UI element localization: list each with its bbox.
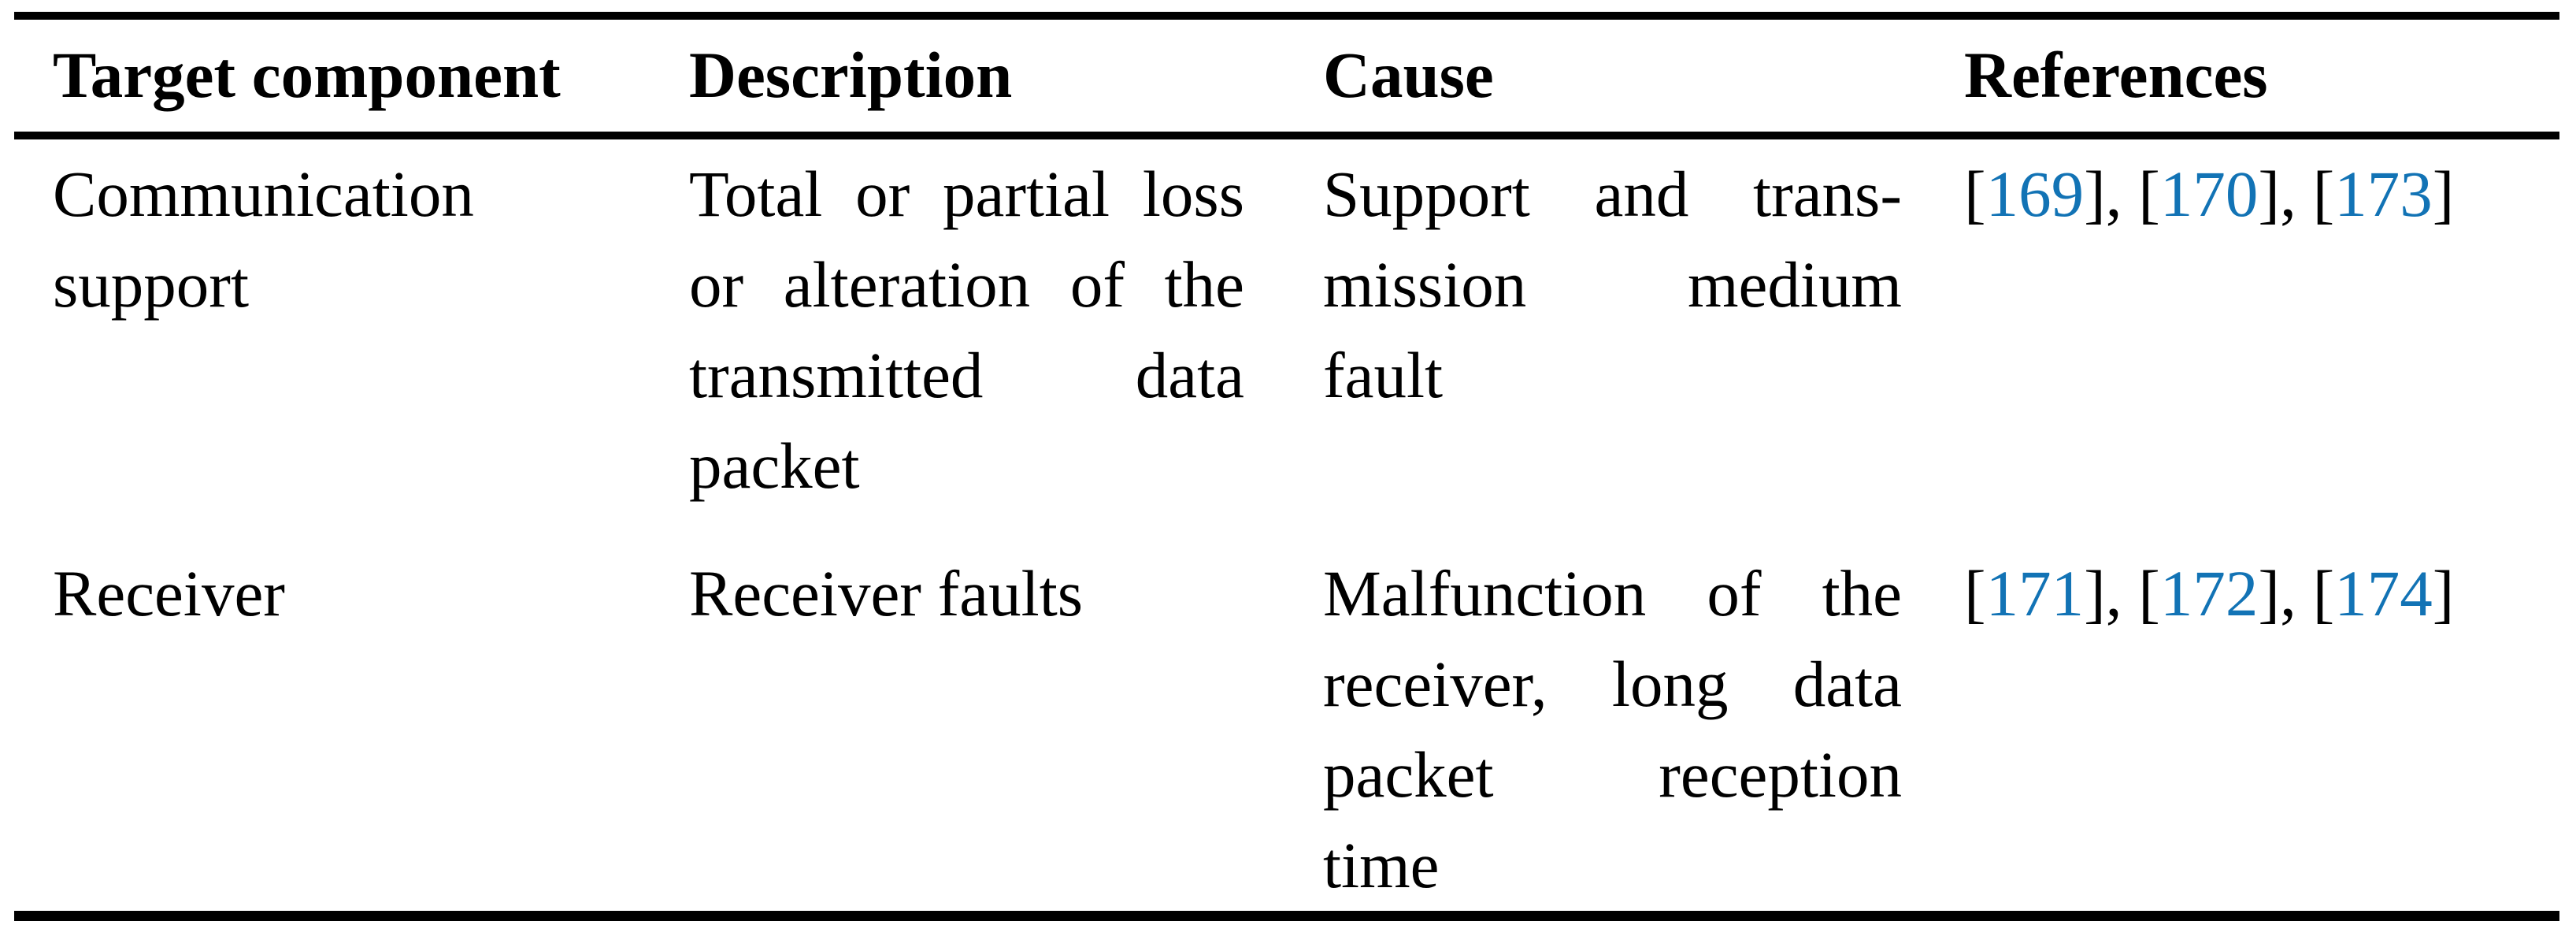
text-line: receiver, long data [1323, 648, 1902, 720]
cell-description: Total or partial loss or alteration of th… [689, 149, 1323, 511]
text-line: Receiver faults [689, 557, 1084, 630]
citation-link[interactable]: 169 [1985, 158, 2085, 230]
cell-cause: Malfunction of the receiver, long data pac… [1323, 548, 1964, 911]
table-top-rule [14, 12, 2559, 20]
column-header-references: References [1964, 39, 2268, 111]
text-line: packet [689, 429, 860, 502]
text-line: Communication [53, 158, 474, 230]
citation-open-bracket: [ [1964, 158, 1986, 230]
citation-list: [171], [172], [174] [1964, 548, 2559, 639]
table-row: Communication support Total or partial los… [14, 139, 2559, 511]
text-line: Total or partial loss [689, 158, 1244, 230]
table-row: Receiver Receiver faults Malfunction of th… [14, 511, 2559, 911]
cell-cause: Support and trans-mission medium fault [1323, 149, 1964, 511]
text-line: mission medium [1323, 248, 1902, 321]
text-line: packet reception [1323, 738, 1902, 811]
citation-separator: , [2105, 158, 2139, 230]
citation-link[interactable]: 173 [2334, 158, 2433, 230]
citation-open-bracket: [ [2312, 158, 2335, 230]
citation-open-bracket: [ [1964, 557, 1986, 630]
column-header-target-component: Target component [53, 39, 561, 111]
cell-target-component: Receiver [14, 548, 689, 911]
column-header-cause: Cause [1323, 39, 1494, 111]
text-line: support [53, 248, 249, 321]
cell-description: Receiver faults [689, 548, 1323, 911]
citation-open-bracket: [ [2312, 557, 2335, 630]
column-header-description: Description [689, 39, 1013, 111]
citation-separator: , [2105, 557, 2139, 630]
cell-target-component: Communication support [14, 149, 689, 511]
citation-close-bracket: ] [2432, 557, 2455, 630]
citation-close-bracket: ] [2084, 557, 2106, 630]
citation-link[interactable]: 170 [2159, 158, 2259, 230]
table-body: Communication support Total or partial los… [14, 139, 2559, 911]
text-line: transmitted data [689, 339, 1244, 411]
text-line: Support and trans- [1323, 158, 1902, 230]
citation-link[interactable]: 174 [2334, 557, 2433, 630]
citation-open-bracket: [ [2138, 557, 2160, 630]
citation-separator: , [2280, 557, 2313, 630]
table-header-row: Target component Description Cause Refer… [14, 20, 2559, 132]
citation-list: [169], [170], [173] [1964, 149, 2559, 240]
citation-open-bracket: [ [2138, 158, 2160, 230]
citation-separator: , [2280, 158, 2313, 230]
text-line: or alteration of the [689, 248, 1244, 321]
fault-classification-table: Target component Description Cause Refer… [14, 12, 2559, 921]
citation-link[interactable]: 171 [1985, 557, 2085, 630]
citation-close-bracket: ] [2432, 158, 2455, 230]
cell-references: [169], [170], [173] [1964, 149, 2559, 511]
citation-close-bracket: ] [2258, 158, 2281, 230]
text-line: time [1323, 829, 1440, 901]
text-line: fault [1323, 339, 1444, 411]
text-line: Malfunction of the [1323, 557, 1902, 630]
table-header-rule [14, 132, 2559, 139]
cell-references: [171], [172], [174] [1964, 548, 2559, 911]
citation-close-bracket: ] [2084, 158, 2106, 230]
text-line: Receiver [53, 557, 285, 630]
table-bottom-rule [14, 911, 2559, 921]
citation-close-bracket: ] [2258, 557, 2281, 630]
citation-link[interactable]: 172 [2159, 557, 2259, 630]
